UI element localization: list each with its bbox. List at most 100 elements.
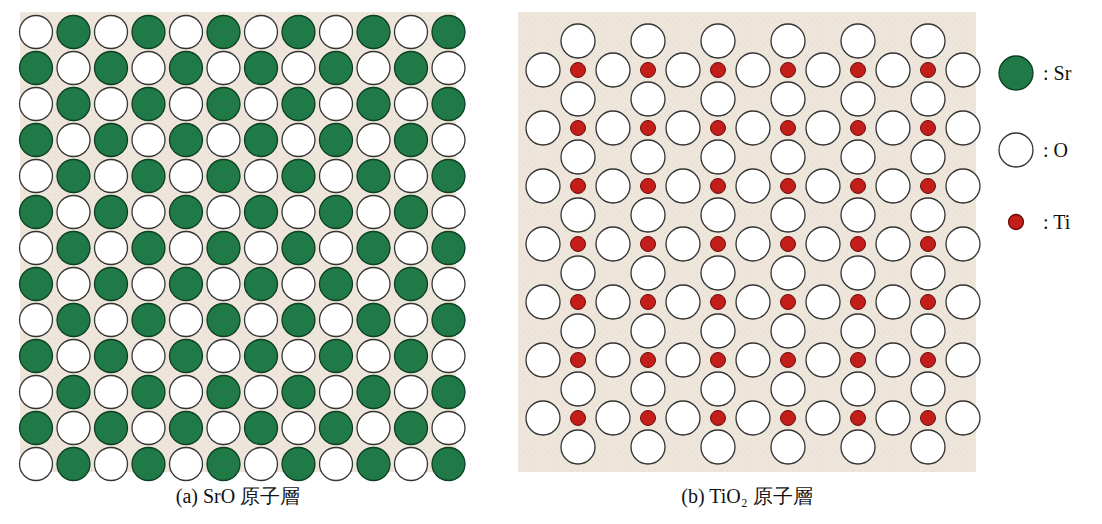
- o-atom: [57, 412, 90, 445]
- o-atom: [526, 401, 560, 435]
- o-atom: [20, 232, 53, 265]
- ti-atom: [781, 295, 796, 310]
- o-atom: [132, 124, 165, 157]
- ti-atom: [781, 63, 796, 78]
- sr-atom: [95, 196, 128, 229]
- ti-atom: [781, 353, 796, 368]
- o-atom: [666, 285, 700, 319]
- o-atom: [395, 88, 428, 121]
- o-atom: [245, 88, 278, 121]
- sr-atom: [57, 16, 90, 49]
- o-atom: [561, 140, 595, 174]
- sro-panel: [20, 12, 456, 472]
- sr-atom: [357, 88, 390, 121]
- ti-atom: [711, 179, 726, 194]
- o-atom: [736, 53, 770, 87]
- ti-atom: [571, 179, 586, 194]
- o-atom: [395, 160, 428, 193]
- ti-atom: [921, 121, 936, 136]
- sr-atom: [320, 196, 353, 229]
- o-atom: [245, 160, 278, 193]
- o-atom: [701, 24, 735, 58]
- o-atom: [282, 124, 315, 157]
- o-atom: [245, 232, 278, 265]
- o-atom: [432, 196, 465, 229]
- o-atom: [841, 24, 875, 58]
- o-atom: [631, 372, 665, 406]
- o-atom: [170, 376, 203, 409]
- sr-atom: [357, 232, 390, 265]
- sr-atom: [395, 268, 428, 301]
- o-atom: [132, 52, 165, 85]
- o-atom: [736, 111, 770, 145]
- sr-atom: [57, 160, 90, 193]
- o-atom: [701, 198, 735, 232]
- o-atom: [395, 376, 428, 409]
- o-atom: [561, 314, 595, 348]
- o-atom: [320, 304, 353, 337]
- ti-atom: [921, 411, 936, 426]
- sr-atom: [132, 88, 165, 121]
- o-atom: [771, 82, 805, 116]
- o-atom: [911, 140, 945, 174]
- sr-atom: [395, 52, 428, 85]
- sr-atom: [57, 232, 90, 265]
- sr-atom: [282, 88, 315, 121]
- sr-atom: [282, 232, 315, 265]
- o-atom: [526, 285, 560, 319]
- o-atom: [911, 256, 945, 290]
- o-atom: [596, 401, 630, 435]
- o-atom: [806, 53, 840, 87]
- o-atom: [631, 140, 665, 174]
- sr-atom: [57, 88, 90, 121]
- o-atom: [395, 16, 428, 49]
- o-atom: [701, 82, 735, 116]
- sr-atom: [95, 52, 128, 85]
- sr-atom: [395, 196, 428, 229]
- sr-atom: [207, 88, 240, 121]
- o-atom: [526, 111, 560, 145]
- o-atom: [946, 53, 980, 87]
- o-atom: [207, 52, 240, 85]
- sr-atom: [395, 412, 428, 445]
- o-atom: [946, 401, 980, 435]
- o-atom: [320, 160, 353, 193]
- o-atom: [701, 140, 735, 174]
- o-atom: [132, 196, 165, 229]
- sr-atom: [57, 304, 90, 337]
- legend-swatch: [999, 133, 1033, 167]
- o-atom: [20, 304, 53, 337]
- o-atom: [170, 448, 203, 481]
- ti-atom: [851, 411, 866, 426]
- o-atom: [736, 401, 770, 435]
- o-atom: [245, 16, 278, 49]
- o-atom: [596, 53, 630, 87]
- o-atom: [911, 314, 945, 348]
- o-atom: [631, 430, 665, 464]
- o-atom: [207, 340, 240, 373]
- sr-atom: [395, 124, 428, 157]
- o-atom: [911, 82, 945, 116]
- sr-atom: [320, 52, 353, 85]
- o-atom: [432, 124, 465, 157]
- o-atom: [395, 448, 428, 481]
- o-atom: [631, 24, 665, 58]
- ti-atom: [851, 63, 866, 78]
- o-atom: [132, 340, 165, 373]
- o-atom: [20, 88, 53, 121]
- o-atom: [432, 52, 465, 85]
- sr-atom: [432, 448, 465, 481]
- ti-atom: [571, 121, 586, 136]
- sr-atom: [245, 340, 278, 373]
- o-atom: [207, 268, 240, 301]
- o-atom: [561, 256, 595, 290]
- o-atom: [526, 169, 560, 203]
- o-atom: [282, 412, 315, 445]
- o-atom: [170, 232, 203, 265]
- sr-atom: [170, 268, 203, 301]
- o-atom: [320, 448, 353, 481]
- ti-atom: [641, 295, 656, 310]
- sr-atom: [357, 304, 390, 337]
- o-atom: [876, 285, 910, 319]
